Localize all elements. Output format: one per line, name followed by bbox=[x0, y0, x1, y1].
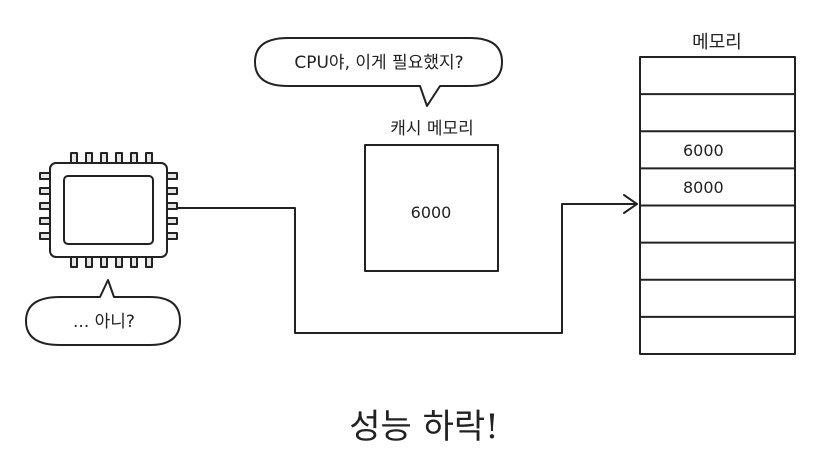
cpu-chip: CPU bbox=[39, 152, 178, 268]
cache-box bbox=[364, 144, 499, 272]
memory-rows: 6000 8000 bbox=[639, 93, 796, 318]
arrow-head-icon bbox=[623, 194, 638, 214]
cache-title: 캐시 메모리 bbox=[390, 119, 474, 139]
cpu-die bbox=[63, 175, 154, 245]
memory-cell: 8000 bbox=[683, 178, 724, 197]
cpu-frame bbox=[49, 162, 168, 258]
cpu-pins-bottom bbox=[70, 256, 153, 268]
memory-title: 메모리 bbox=[692, 32, 742, 53]
cpu-label: CPU bbox=[84, 197, 133, 225]
cache-bubble-text: CPU야, 이게 필요했지? bbox=[294, 53, 463, 73]
cpu-to-memory-line bbox=[177, 203, 637, 334]
cpu-pins-top bbox=[70, 152, 153, 164]
cpu-speech-bubble: ... 아니? bbox=[25, 279, 181, 346]
main-memory: 메모리 6000 8000 bbox=[639, 32, 796, 355]
memory-cell: 6000 bbox=[683, 141, 724, 160]
cpu-pins-right bbox=[166, 172, 178, 240]
cache-memory: 캐시 메모리 6000 bbox=[364, 119, 499, 272]
cache-value: 6000 bbox=[411, 203, 452, 222]
cpu-bubble-text: ... 아니? bbox=[73, 312, 135, 332]
cpu-pins-left bbox=[39, 172, 51, 240]
caption: 성능 하락! bbox=[349, 407, 499, 447]
cache-speech-bubble: CPU야, 이게 필요했지? bbox=[254, 37, 503, 107]
